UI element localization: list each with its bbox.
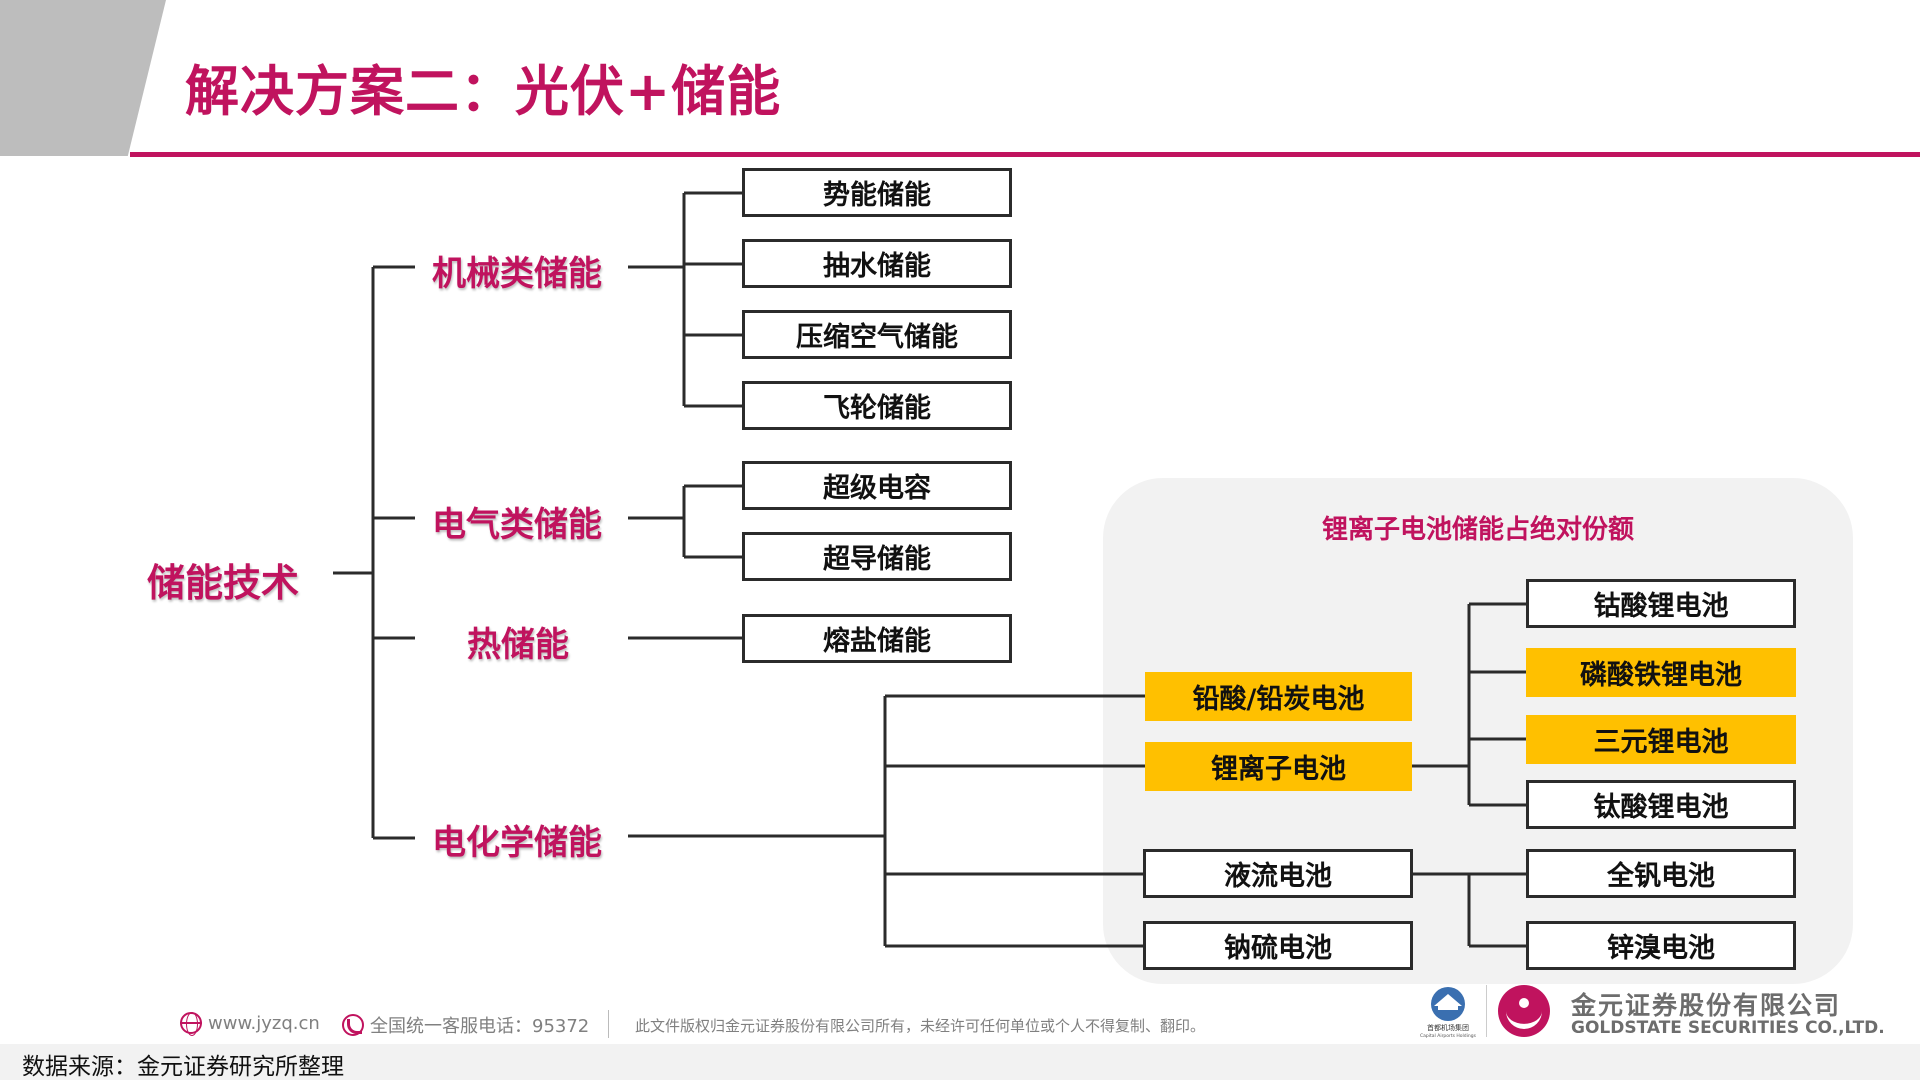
category-electrochemical: 电化学储能 bbox=[432, 823, 602, 863]
footer-separator bbox=[608, 1010, 609, 1038]
item-box: 锌溴电池 bbox=[1526, 921, 1796, 970]
panel-title: 锂离子电池储能占绝对份额 bbox=[1321, 515, 1634, 545]
item-box-highlighted: 三元锂电池 bbox=[1526, 715, 1796, 764]
item-box: 势能储能 bbox=[742, 168, 1012, 217]
title-divider bbox=[130, 152, 1920, 157]
footer-hotline: 全国统一客服电话：95372 bbox=[342, 1012, 589, 1038]
item-box-highlighted: 锂离子电池 bbox=[1145, 742, 1412, 791]
item-box-highlighted: 磷酸铁锂电池 bbox=[1526, 648, 1796, 697]
root-node: 储能技术 bbox=[147, 561, 300, 605]
source-band bbox=[0, 1044, 1920, 1080]
globe-icon bbox=[180, 1012, 202, 1036]
data-source-note: 数据来源：金元证券研究所整理 bbox=[22, 1054, 344, 1080]
item-box: 压缩空气储能 bbox=[742, 310, 1012, 359]
footer-website[interactable]: www.jyzq.cn bbox=[180, 1012, 320, 1036]
phone-icon bbox=[342, 1014, 364, 1036]
item-box: 抽水储能 bbox=[742, 239, 1012, 288]
item-box: 钛酸锂电池 bbox=[1526, 780, 1796, 829]
item-box: 钠硫电池 bbox=[1143, 921, 1413, 970]
page-title: 解决方案二：光伏+储能 bbox=[185, 60, 782, 123]
svg-text:Capital Airports Holdings: Capital Airports Holdings bbox=[1420, 1033, 1477, 1039]
copyright-notice: 此文件版权归金元证券股份有限公司所有，未经许可任何单位或个人不得复制、翻印。 bbox=[635, 1017, 1206, 1035]
hotline-text: 全国统一客服电话：95372 bbox=[370, 1016, 590, 1037]
brand-name-en: GOLDSTATE SECURITIES CO.,LTD. bbox=[1571, 1018, 1885, 1038]
website-text: www.jyzq.cn bbox=[208, 1012, 320, 1034]
svg-text:首都机场集团: 首都机场集团 bbox=[1427, 1023, 1469, 1032]
goldstate-logo bbox=[1498, 985, 1550, 1037]
item-box: 全钒电池 bbox=[1526, 849, 1796, 898]
diagram-connectors bbox=[333, 191, 1526, 948]
category-mechanical: 机械类储能 bbox=[432, 254, 602, 294]
item-box: 超导储能 bbox=[742, 532, 1012, 581]
category-electrical: 电气类储能 bbox=[432, 505, 602, 545]
item-box: 飞轮储能 bbox=[742, 381, 1012, 430]
item-box: 熔盐储能 bbox=[742, 614, 1012, 663]
brand-name-cn: 金元证券股份有限公司 bbox=[1571, 991, 1842, 1020]
item-box: 超级电容 bbox=[742, 461, 1012, 510]
airport-group-logo: 首都机场集团 Capital Airports Holdings bbox=[1420, 987, 1477, 1039]
item-box: 液流电池 bbox=[1143, 849, 1413, 898]
category-thermal: 热储能 bbox=[467, 625, 569, 665]
logo-separator bbox=[1486, 985, 1487, 1037]
item-box: 钴酸锂电池 bbox=[1526, 579, 1796, 628]
item-box-highlighted: 铅酸/铅炭电池 bbox=[1145, 672, 1412, 721]
